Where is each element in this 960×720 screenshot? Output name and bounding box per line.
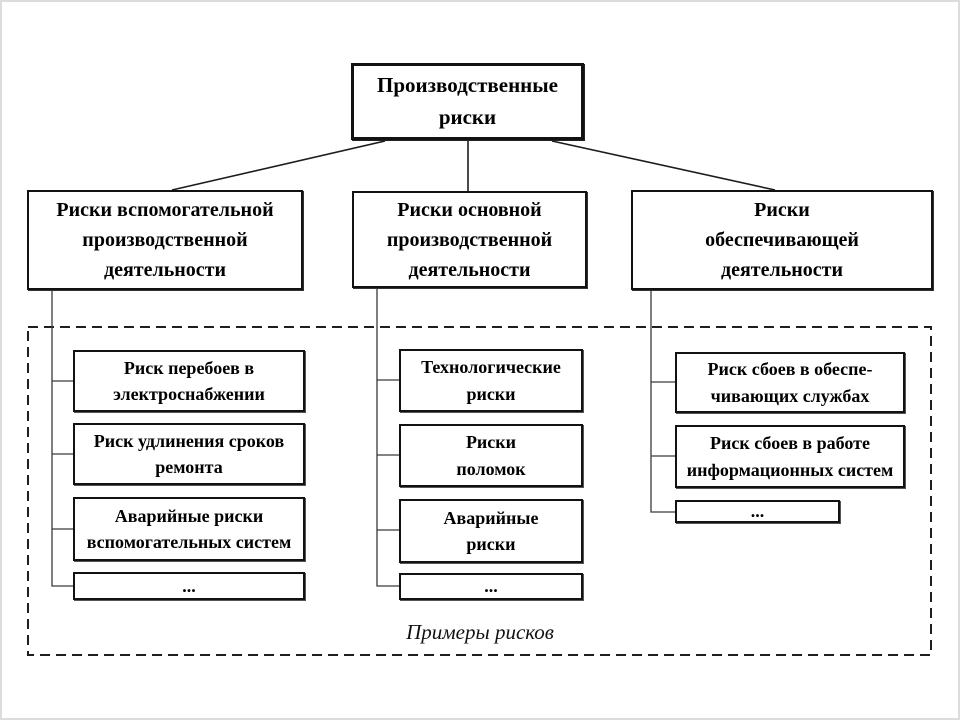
box-example-emergency-auxiliary-systems: Аварийные риски вспомогательных систем: [73, 497, 305, 561]
box-example-repair-duration: Риск удлинения сроков ремонта: [73, 423, 305, 485]
box-example-ellipsis-supporting: ...: [675, 500, 840, 523]
examples-dashed-container: [27, 326, 932, 656]
box-example-technological-risks: Технологические риски: [399, 349, 583, 412]
box-example-power-supply-interruptions: Риск перебоев в электроснабжении: [73, 350, 305, 412]
box-production-risks: Производственные риски: [351, 63, 584, 140]
examples-caption: Примеры рисков: [406, 620, 554, 644]
box-example-information-systems-failures: Риск сбоев в работе информационных систе…: [675, 425, 905, 488]
box-example-emergency-risks: Аварийные риски: [399, 499, 583, 563]
box-example-breakdown-risks: Риски поломок: [399, 424, 583, 487]
box-auxiliary-production-risks: Риски вспомогательной производственной д…: [27, 190, 303, 290]
branch-line-auxiliary: [51, 290, 73, 587]
box-main-production-risks: Риски основной производственной деятельн…: [352, 191, 587, 288]
branch-line-main: [376, 288, 399, 587]
box-example-ellipsis-auxiliary: ...: [73, 572, 305, 600]
link-root-to-supporting: [551, 140, 776, 191]
box-example-supporting-services-failures: Риск сбоев в обеспе- чивающих службах: [675, 352, 905, 413]
box-example-ellipsis-main: ...: [399, 573, 583, 600]
branch-line-supporting: [650, 290, 675, 513]
box-supporting-activity-risks: Риски обеспечивающей деятельности: [631, 190, 933, 290]
link-root-to-auxiliary: [171, 140, 386, 191]
